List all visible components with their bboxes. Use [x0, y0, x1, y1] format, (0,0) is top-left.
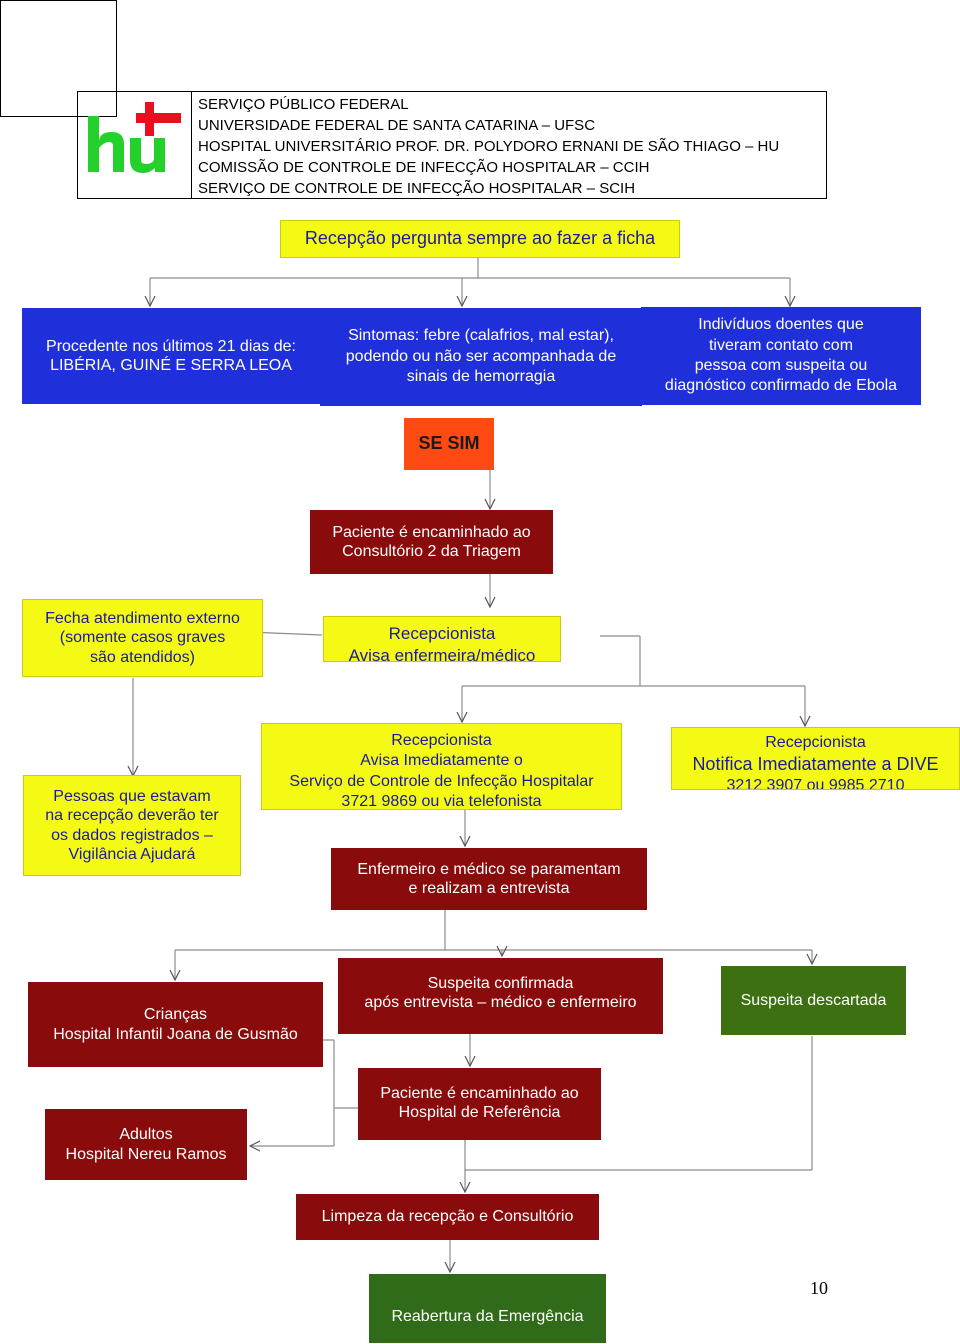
header-line: SERVIÇO DE CONTROLE DE INFECÇÃO HOSPITAL… — [198, 180, 636, 197]
header-logo-cell — [78, 92, 192, 198]
header-text: SERVIÇO PÚBLICO FEDERAL UNIVERSIDADE FED… — [198, 94, 779, 199]
referencia-line: Hospital de Referência — [398, 1104, 561, 1122]
scih-line: 3721 9869 ou via telefonista — [341, 793, 542, 810]
header-line: SERVIÇO PÚBLICO FEDERAL — [198, 96, 409, 113]
recepcionista-line: Recepcionista — [388, 624, 496, 643]
dive-line: Notifica Imediatamente a DIVE — [692, 754, 939, 774]
page-number: 10 — [810, 1278, 828, 1298]
procedente-line: LIBÉRIA, GUINÉ E SERRA LEOA — [50, 357, 292, 374]
criancas-line: Crianças — [143, 1006, 208, 1024]
sintomas-line: podendo ou não ser acompanhada de — [345, 347, 617, 365]
adultos-box: Adultos Hospital Nereu Ramos — [45, 1109, 247, 1180]
recepcao-text: Recepção pergunta sempre ao fazer a fich… — [304, 228, 656, 249]
hu-logo — [84, 102, 184, 182]
contato-box: Indivíduos doentes que tiveram contato c… — [641, 307, 921, 405]
pessoas-line: Pessoas que estavam — [53, 788, 211, 806]
contato-line: Indivíduos doentes que — [698, 316, 864, 334]
header-line: HOSPITAL UNIVERSITÁRIO PROF. DR. POLYDOR… — [198, 138, 780, 155]
fecha-line: Fecha atendimento externo — [45, 610, 240, 628]
pessoas-recepcao-box: Pessoas que estavam na recepção deverão … — [23, 775, 241, 876]
triagem-box: Paciente é encaminhado ao Consultório 2 … — [310, 510, 553, 574]
fecha-line: (somente casos graves — [59, 629, 226, 647]
paramentam-line: e realizam a entrevista — [408, 880, 570, 897]
corner-frame — [0, 0, 117, 117]
reabertura-box: Reabertura da Emergência — [369, 1274, 606, 1343]
triagem-line: Paciente é encaminhado ao — [332, 523, 531, 541]
referencia-line: Paciente é encaminhado ao — [380, 1085, 579, 1102]
suspeita-descartada-box: Suspeita descartada — [721, 966, 906, 1035]
fecha-atendimento-box: Fecha atendimento externo (somente casos… — [22, 599, 263, 677]
header-table: SERVIÇO PÚBLICO FEDERAL UNIVERSIDADE FED… — [77, 91, 827, 199]
scih-line: Serviço de Controle de Infecção Hospital… — [289, 772, 594, 790]
pessoas-line: Vigilância Ajudará — [68, 845, 196, 863]
scih-line: Recepcionista — [391, 732, 492, 749]
dive-line: 3212 3907 ou 9985 2710 — [726, 776, 905, 790]
notifica-dive-box: Recepcionista Notifica Imediatamente a D… — [671, 727, 960, 790]
confirmada-line: Suspeita confirmada — [427, 975, 574, 992]
sintomas-line: Sintomas: febre (calafrios, mal estar), — [348, 326, 614, 344]
hospital-referencia-box: Paciente é encaminhado ao Hospital de Re… — [358, 1068, 601, 1140]
reabertura-text: Reabertura da Emergência — [391, 1307, 584, 1325]
contato-line: pessoa com suspeita ou — [694, 357, 868, 374]
procedente-box: Procedente nos últimos 21 dias de: LIBÉR… — [22, 308, 320, 404]
recepcionista-line: Avisa enfermeira/médico — [348, 645, 536, 662]
contato-line: tiveram contato com — [708, 336, 854, 354]
recepcao-box: Recepção pergunta sempre ao fazer a fich… — [280, 220, 680, 258]
triagem-line: Consultório 2 da Triagem — [342, 543, 521, 560]
suspeita-confirmada-box: Suspeita confirmada após entrevista – mé… — [338, 958, 663, 1034]
header-line: COMISSÃO DE CONTROLE DE INFECÇÃO HOSPITA… — [198, 159, 650, 176]
criancas-box: Crianças Hospital Infantil Joana de Gusm… — [28, 982, 323, 1067]
adultos-line: Hospital Nereu Ramos — [65, 1145, 227, 1163]
avisa-scih-box: Recepcionista Avisa Imediatamente o Serv… — [261, 723, 622, 810]
criancas-line: Hospital Infantil Joana de Gusmão — [53, 1025, 298, 1043]
adultos-line: Adultos — [119, 1126, 173, 1144]
se-sim-text: SE SIM — [418, 433, 480, 454]
confirmada-line: após entrevista – médico e enfermeiro — [364, 994, 637, 1012]
pessoas-line: na recepção deverão ter — [45, 807, 219, 825]
limpeza-box: Limpeza da recepção e Consultório — [296, 1194, 599, 1240]
descartada-text: Suspeita descartada — [740, 991, 887, 1009]
scih-line: Avisa Imediatamente o — [360, 752, 523, 770]
se-sim-box: SE SIM — [404, 418, 494, 470]
recepcionista-avisa-box: Recepcionista Avisa enfermeira/médico — [323, 616, 561, 662]
limpeza-text: Limpeza da recepção e Consultório — [321, 1208, 574, 1226]
procedente-line: Procedente nos últimos 21 dias de: — [46, 337, 296, 355]
fecha-line: são atendidos) — [90, 648, 195, 666]
contato-line: diagnóstico confirmado de Ebola — [664, 377, 898, 395]
sintomas-line: sinais de hemorragia — [406, 368, 556, 386]
header-line: UNIVERSIDADE FEDERAL DE SANTA CATARINA –… — [198, 117, 596, 134]
sintomas-box: Sintomas: febre (calafrios, mal estar), … — [320, 308, 642, 406]
paramentam-box: Enfermeiro e médico se paramentam e real… — [331, 848, 647, 910]
dive-line: Recepcionista — [765, 734, 866, 751]
pessoas-line: os dados registrados – — [51, 826, 213, 844]
paramentam-line: Enfermeiro e médico se paramentam — [357, 860, 621, 878]
